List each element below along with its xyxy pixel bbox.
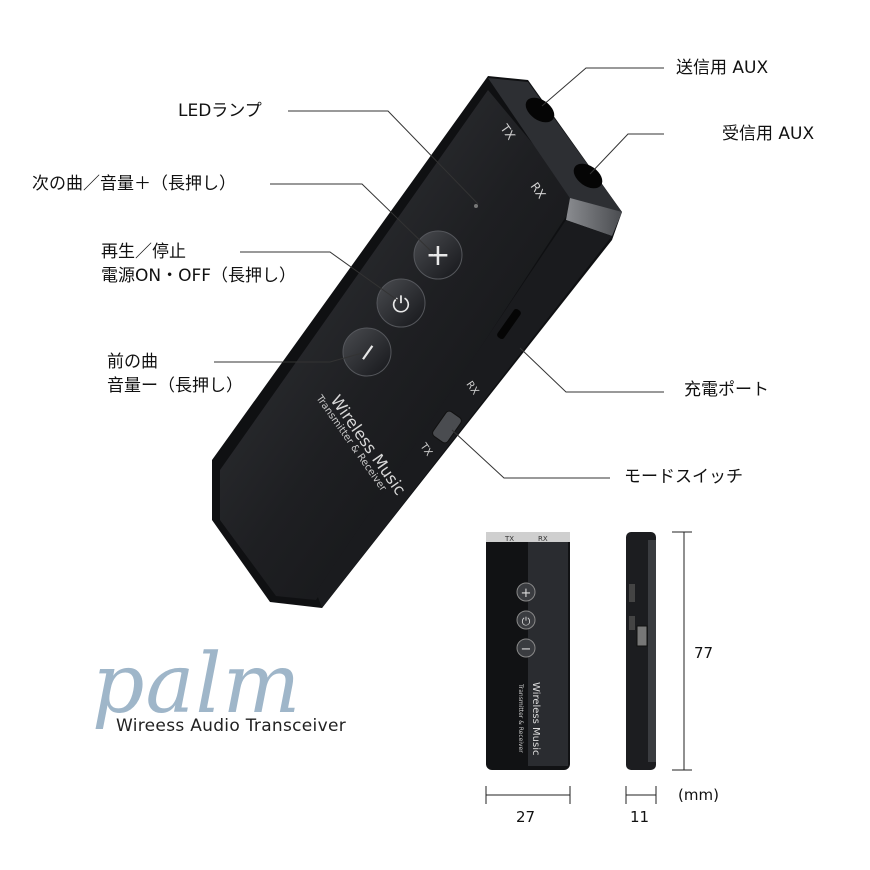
device-main: + ⏻ − TX RX RX TX Wireless Music Transmi… [212,76,622,608]
svg-text:⏻: ⏻ [522,615,531,628]
next-label: 次の曲／音量＋（長押し） [32,174,236,194]
rx-aux-label: 受信用 AUX [722,124,815,144]
front-brand-line1: Wireless Music [530,682,541,755]
brand-logo: palm [92,637,302,732]
depth-dimension: 11 [630,808,650,826]
prev-button[interactable] [342,327,392,377]
charge-port [497,308,521,340]
led-label: LEDランプ [178,101,262,121]
svg-text:−: − [521,642,532,657]
rx-jack [573,163,603,189]
charge-port-label: 充電ポート [684,380,769,400]
next-button[interactable] [413,230,463,280]
front-rx: RX [538,535,548,543]
device-front-view: TX RX + ⏻ − Wireless Music Transmitter &… [486,532,570,770]
play-label-line2: 電源ON・OFF（長押し） [101,266,297,286]
tx-jack [525,97,555,123]
prev-label-line2: 音量ー（長押し） [107,376,243,396]
prev-label-line1: 前の曲 [107,352,158,372]
play-button[interactable] [376,278,426,328]
width-dimension: 27 [516,808,536,826]
dimension-lines [485,531,692,804]
front-brand-line2: Transmitter & Receiver [517,683,524,753]
led-dot [474,204,478,208]
plus-icon: + [425,238,450,273]
svg-text:+: + [521,586,532,601]
tx-aux-label: 送信用 AUX [676,58,769,78]
leader-lines [214,67,664,479]
height-dimension: 77 [694,644,714,662]
device-side-view [626,532,656,770]
power-icon: ⏻ [392,293,409,318]
play-label-line1: 再生／停止 [101,242,186,262]
front-tx: TX [504,535,514,543]
unit-label: (mm) [678,786,719,804]
brand-tagline: Wireess Audio Transceiver [116,716,346,736]
mode-switch-label: モードスイッチ [624,467,743,487]
